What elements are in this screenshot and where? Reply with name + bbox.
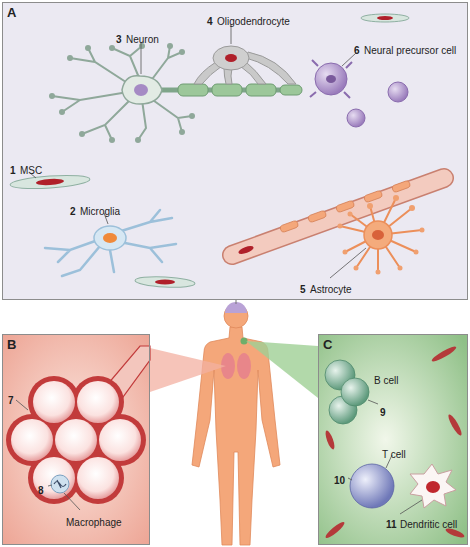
cell-label-holder: Dendritic cell (400, 514, 457, 532)
cell-label-holder: MSC (20, 160, 42, 178)
cell-label-holder: Astrocyte (310, 279, 352, 297)
cell-label: Neuron (126, 34, 159, 45)
callout-number: 4 (207, 16, 213, 27)
cell-label: Neural precursor cell (364, 45, 456, 56)
callout-number-holder: 4 (207, 11, 213, 29)
cell-label-holder: Oligodendrocyte (217, 11, 290, 29)
cell-label: Oligodendrocyte (217, 16, 290, 27)
cell-label: Astrocyte (310, 284, 352, 295)
callout-number-holder: 11 (386, 514, 397, 532)
callout-number-holder: 2 (70, 201, 76, 219)
cell-label-holder: T cell (382, 444, 406, 462)
callout-number-holder: 3 (116, 29, 122, 47)
callout-number: 7 (8, 395, 14, 406)
callout-number: 10 (334, 475, 345, 486)
cell-label: Macrophage (66, 517, 122, 528)
panel: B (2, 334, 150, 545)
cell-label: MSC (20, 165, 42, 176)
callout-number: 2 (70, 206, 76, 217)
cell-label: Microglia (80, 206, 120, 217)
callout-number-holder: 6 (354, 40, 360, 58)
panel: C (318, 334, 468, 545)
callout-number: 6 (354, 45, 360, 56)
callout-number: 1 (10, 165, 16, 176)
panel-letter: C (319, 335, 332, 352)
callout-number: 11 (386, 519, 397, 530)
cell-label: Dendritic cell (400, 519, 457, 530)
callout-number: 9 (380, 407, 386, 418)
callout-number-holder: 5 (300, 279, 306, 297)
callout-number: 3 (116, 34, 122, 45)
panel-letter: A (3, 3, 16, 20)
cell-label-holder: Neuron (126, 29, 159, 47)
panel-letter: B (3, 335, 16, 352)
callout-number-holder: 7 (8, 390, 14, 408)
callout-number-holder: 9 (380, 402, 386, 420)
cell-label: B cell (374, 375, 398, 386)
cell-label-holder: Macrophage (66, 512, 122, 530)
callout-number: 8 (38, 485, 44, 496)
cell-label-holder: Neural precursor cell (364, 40, 456, 58)
callout-number: 5 (300, 284, 306, 295)
callout-number-holder: 1 (10, 160, 16, 178)
callout-number-holder: 8 (38, 480, 44, 498)
callout-number-holder: 10 (334, 470, 345, 488)
cell-label: T cell (382, 449, 406, 460)
cell-label-holder: Microglia (80, 201, 120, 219)
cell-label-holder: B cell (374, 370, 398, 388)
